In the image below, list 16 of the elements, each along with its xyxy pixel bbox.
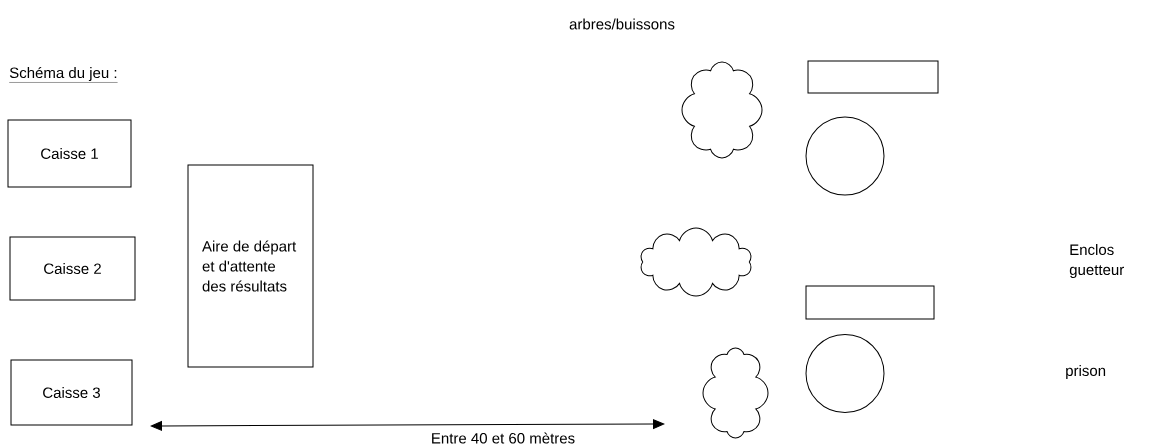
rectangle <box>807 60 939 94</box>
circle <box>805 334 885 413</box>
heading: Schéma du jeu : <box>9 66 118 83</box>
label: Entre 40 et 60 mètres <box>432 432 575 444</box>
label: prison <box>1066 365 1106 379</box>
label: Enclos guetteur <box>1069 244 1124 278</box>
circle <box>805 116 885 196</box>
crate-box: Caisse 2 <box>9 236 136 301</box>
area-box: Aire de départ et d'attente des résultats <box>187 164 314 368</box>
crate-box: Caisse 3 <box>10 359 133 426</box>
bush-cloud <box>640 227 752 297</box>
crate-box: Caisse 1 <box>7 119 132 188</box>
bush-cloud <box>702 347 769 439</box>
bush-cloud <box>681 61 763 159</box>
label: arbres/buissons <box>569 18 675 30</box>
rectangle <box>805 285 935 320</box>
